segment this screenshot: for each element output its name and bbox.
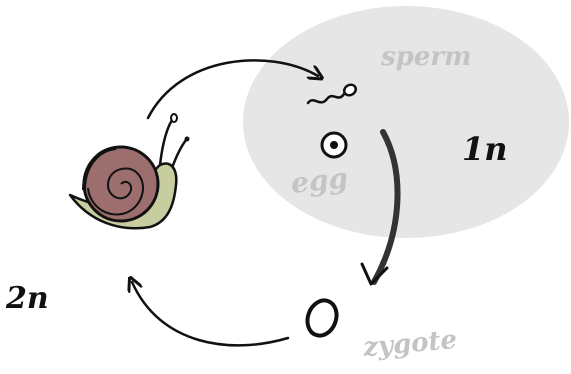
zygote-icon (303, 296, 342, 339)
diploid-label: 2n (5, 281, 49, 316)
haploid-label: 1n (462, 130, 508, 168)
zygote-label: zygote (361, 325, 458, 363)
snail-icon (70, 114, 190, 228)
sperm-label: sperm (380, 42, 472, 72)
arrow-zygote-to-adult (132, 282, 288, 345)
egg-label: egg (289, 161, 349, 200)
egg-icon (322, 133, 346, 157)
haploid-region (243, 6, 569, 238)
